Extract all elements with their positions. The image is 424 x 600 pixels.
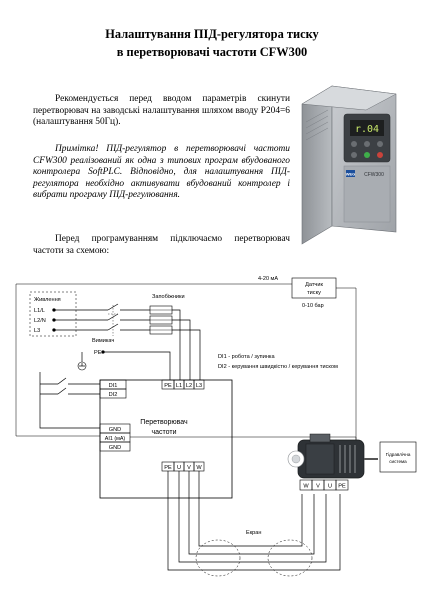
terminal-gnd-1: GND — [109, 427, 121, 433]
terminal-pe-top: PE — [164, 383, 172, 389]
fuses-label: Запобіжники — [152, 294, 185, 300]
sensor-label-2: тиску — [307, 290, 321, 296]
sensor-signal-label: 4-20 мА — [258, 276, 278, 282]
terminal-u: U — [177, 465, 181, 471]
terminal-pe-bottom: PE — [164, 465, 172, 471]
page-title-line-1: Налаштування ПІД-регулятора тиску — [105, 27, 319, 41]
terminal-l3: L3 — [196, 383, 202, 389]
shield-label: Екран — [246, 530, 262, 536]
wiring-diagram: 4-20 мА Датчик тиску 0-10 бар Живлення L… — [15, 276, 417, 577]
paragraph-wiring-text: Перед програмуванням підключаємо перетво… — [33, 234, 290, 256]
terminal-di2: DI2 — [109, 392, 118, 398]
ground-symbol — [77, 361, 87, 371]
terminal-l2: L2 — [186, 383, 192, 389]
motor-terminal-u: U — [328, 484, 332, 490]
terminal-v: V — [187, 465, 191, 471]
terminal-w: W — [196, 465, 202, 471]
paragraph-note-text: Примітка! ПІД-регулятор в перетворювачі … — [33, 144, 290, 201]
device-photo: r.04 WEG CFW300 — [301, 85, 397, 245]
di2-note: DI2 - керування швидкістю / керування ти… — [218, 364, 338, 370]
motor-terminal-w: W — [303, 484, 309, 490]
page-title-line-2: в перетворювачі частоти CFW300 — [116, 45, 308, 59]
terminal-l1: L1 — [176, 383, 182, 389]
motor-icon — [287, 433, 378, 479]
device-display: r.04 — [355, 124, 379, 135]
supply-block — [29, 291, 77, 337]
paragraph-reset-text: Рекомендується перед вводом параметрів с… — [33, 94, 290, 128]
hydraulic-label-1: Гідравлічна — [386, 452, 411, 457]
paragraph-reset: Рекомендується перед вводом параметрів с… — [33, 94, 290, 129]
paragraph-note: Примітка! ПІД-регулятор в перетворювачі … — [33, 144, 290, 202]
phase-l1-label: L1/L — [34, 308, 45, 314]
sensor-label-1: Датчик — [305, 282, 323, 288]
converter-label-2: частоти — [151, 429, 176, 436]
switch-label: Вимикач — [92, 338, 114, 344]
phase-l3-label: L3 — [34, 328, 40, 334]
converter-label-1: Перетворювач — [140, 419, 188, 426]
terminal-gnd-2: GND — [109, 445, 121, 451]
terminal-ai1: AI1 (мА) — [105, 436, 126, 442]
sensor-range-label: 0-10 бар — [302, 303, 324, 309]
terminal-di1: DI1 — [109, 383, 118, 389]
hydraulic-system-box — [379, 441, 417, 473]
paragraph-wiring: Перед програмуванням підключаємо перетво… — [33, 234, 290, 257]
supply-label: Живлення — [34, 297, 61, 303]
di1-note: DI1 - робота / зупинка — [218, 354, 275, 360]
motor-terminal-v: V — [316, 484, 320, 490]
device-brand: WEG — [346, 172, 356, 177]
device-model: CFW300 — [364, 172, 384, 178]
hydraulic-label-2: система — [389, 459, 407, 464]
motor-terminal-pe: PE — [338, 484, 346, 490]
phase-l2-label: L2/N — [34, 318, 46, 324]
pe-label: PE — [94, 350, 102, 356]
